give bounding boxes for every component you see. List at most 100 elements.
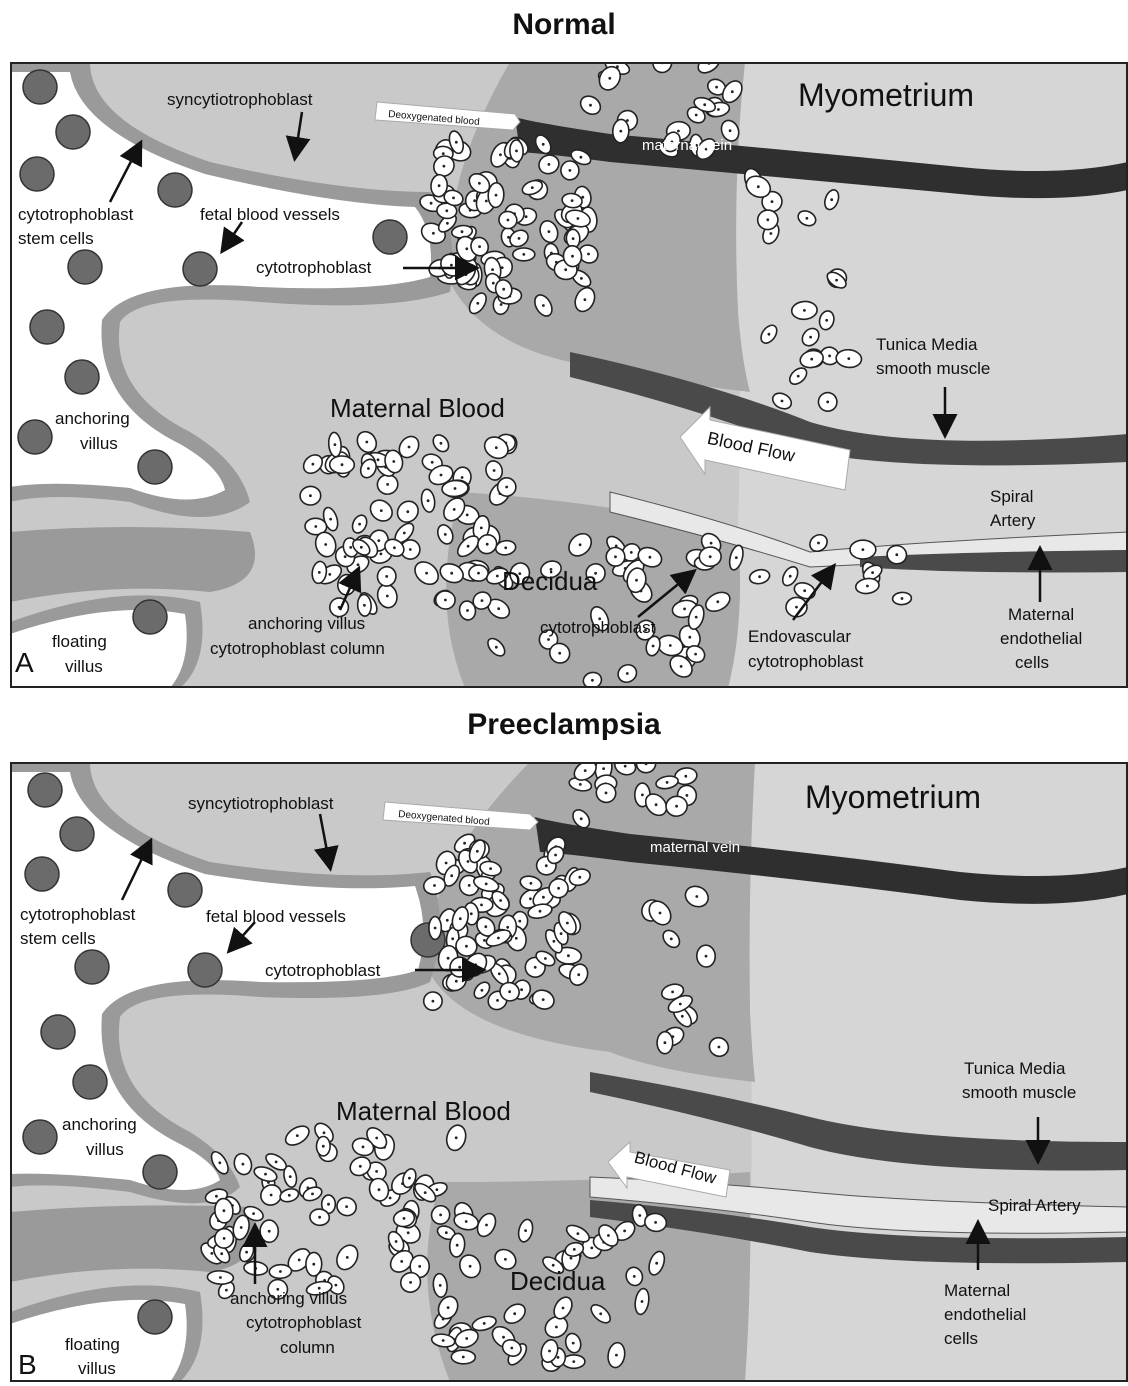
- cell-nucleus: [572, 1360, 575, 1363]
- cell-nucleus: [465, 1220, 468, 1223]
- cell-nucleus: [564, 268, 567, 271]
- cell-nucleus: [684, 775, 687, 778]
- endovascular-label-line1: Endovascular: [748, 627, 851, 646]
- myometrium-label: Myometrium: [798, 77, 974, 113]
- tunica-media-label-line2: smooth muscle: [962, 1083, 1076, 1102]
- cell-nucleus: [577, 217, 580, 220]
- cell-nucleus: [462, 1356, 465, 1359]
- cell-nucleus: [635, 579, 638, 582]
- endothelial-label-line1: Maternal: [944, 1281, 1010, 1300]
- cell-nucleus: [377, 539, 380, 542]
- cell-nucleus: [456, 1244, 459, 1247]
- cell-nucleus: [506, 926, 509, 929]
- tunica-media-label-line2: smooth muscle: [876, 359, 990, 378]
- panel-a-letter: A: [15, 647, 34, 678]
- cell-nucleus: [531, 186, 534, 189]
- cell-nucleus: [686, 794, 689, 797]
- cell-nucleus: [443, 165, 446, 168]
- spiral-artery-label-line1: Spiral: [990, 487, 1033, 506]
- cell-nucleus: [496, 999, 499, 1002]
- cell-nucleus: [296, 1134, 299, 1137]
- cell-nucleus: [345, 1205, 348, 1208]
- cell-nucleus: [522, 253, 525, 256]
- cell-nucleus: [467, 860, 470, 863]
- cell-nucleus: [505, 486, 508, 489]
- cell-nucleus: [476, 850, 479, 853]
- cell-nucleus: [901, 597, 904, 600]
- cell-nucleus: [444, 599, 447, 602]
- endothelial-label-line3: cells: [944, 1329, 978, 1348]
- cell-nucleus: [619, 130, 622, 133]
- cell-nucleus: [499, 899, 502, 902]
- cell-nucleus: [716, 600, 719, 603]
- cell-nucleus: [555, 1326, 558, 1329]
- anchoring-villus-label-line1: anchoring: [62, 1115, 137, 1134]
- tunica-media-label-line1: Tunica Media: [876, 335, 978, 354]
- cell-nucleus: [766, 218, 769, 221]
- cell-nucleus: [478, 182, 481, 185]
- cell-nucleus: [446, 919, 449, 922]
- cell-nucleus: [461, 476, 464, 479]
- cell-nucleus: [219, 1276, 222, 1279]
- cell-nucleus: [403, 1217, 406, 1220]
- cell-nucleus: [695, 895, 698, 898]
- cell-nucleus: [344, 555, 347, 558]
- cell-nucleus: [467, 545, 470, 548]
- cell-nucleus: [499, 153, 502, 156]
- cell-nucleus: [548, 230, 551, 233]
- cell-nucleus: [470, 912, 473, 915]
- cell-nucleus: [826, 401, 829, 404]
- cell-nucleus: [715, 86, 718, 89]
- cell-nucleus: [803, 309, 806, 312]
- cell-nucleus: [359, 1165, 362, 1168]
- cell-nucleus: [539, 910, 542, 913]
- cytotrophoblast-label: cytotrophoblast: [265, 961, 381, 980]
- cell-nucleus: [828, 355, 831, 358]
- cytotrophoblast-stem-label-line1: cytotrophoblast: [20, 905, 136, 924]
- cell-nucleus: [452, 197, 455, 200]
- cell-nucleus: [400, 1260, 403, 1263]
- cell-nucleus: [731, 90, 734, 93]
- cell-nucleus: [641, 794, 644, 797]
- cell-nucleus: [380, 553, 383, 556]
- cell-nucleus: [223, 1209, 226, 1212]
- cell-nucleus: [463, 842, 466, 845]
- cell-nucleus: [480, 527, 483, 530]
- cell-nucleus: [500, 303, 503, 306]
- cell-nucleus: [465, 273, 468, 276]
- panel-b-letter: B: [18, 1349, 37, 1380]
- cell-nucleus: [709, 555, 712, 558]
- cell-nucleus: [654, 1221, 657, 1224]
- cell-nucleus: [542, 896, 545, 899]
- cell-nucleus: [358, 523, 361, 526]
- cell-nucleus: [895, 553, 898, 556]
- cell-nucleus: [847, 357, 850, 360]
- cell-nucleus: [695, 616, 698, 619]
- cell-nucleus: [638, 1214, 641, 1217]
- cell-nucleus: [323, 1131, 326, 1134]
- cell-nucleus: [327, 1203, 330, 1206]
- cell-nucleus: [669, 644, 672, 647]
- cell-nucleus: [608, 77, 611, 80]
- column-label-line1: anchoring villus: [248, 614, 365, 633]
- cell-nucleus: [375, 1170, 378, 1173]
- cell-nucleus: [450, 264, 453, 267]
- cell-nucleus: [770, 232, 773, 235]
- cell-nucleus: [567, 954, 570, 957]
- cell-nucleus: [520, 988, 523, 991]
- cell-nucleus: [439, 1214, 442, 1217]
- cell-nucleus: [447, 1306, 450, 1309]
- cell-nucleus: [288, 1194, 291, 1197]
- cell-nucleus: [560, 932, 563, 935]
- maternal-blood-label: Maternal Blood: [336, 1096, 511, 1126]
- cell-nucleus: [534, 966, 537, 969]
- cell-nucleus: [710, 542, 713, 545]
- cell-nucleus: [447, 957, 450, 960]
- panel-a-title: Normal: [0, 8, 1128, 42]
- cell-nucleus: [436, 1188, 439, 1191]
- cell-nucleus: [599, 1312, 602, 1315]
- cell-nucleus: [357, 563, 360, 566]
- cell-nucleus: [312, 1263, 315, 1266]
- column-label-line1: anchoring villus: [230, 1289, 347, 1308]
- cell-nucleus: [768, 333, 771, 336]
